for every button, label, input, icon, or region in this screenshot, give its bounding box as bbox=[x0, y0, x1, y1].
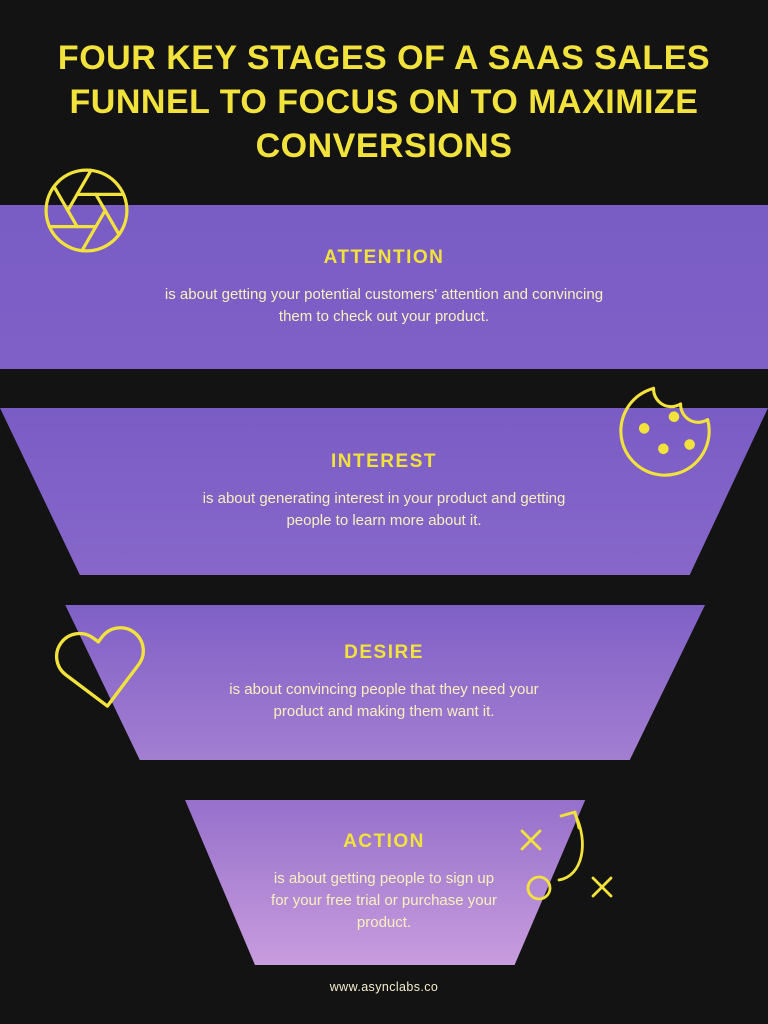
stage-heading-desire: DESIRE bbox=[344, 642, 424, 664]
stage-description-action: is about getting people to sign up for y… bbox=[271, 870, 497, 931]
stage-heading-action: ACTION bbox=[343, 831, 425, 853]
strategy-doodle-icon bbox=[515, 798, 625, 908]
stage-heading-attention: ATTENTION bbox=[323, 246, 445, 268]
funnel-stage-interest: INTEREST is about generating interest in… bbox=[0, 408, 768, 575]
stage-description-interest: is about generating interest in your pro… bbox=[202, 490, 566, 529]
aperture-icon bbox=[38, 162, 135, 259]
funnel-stage-action: ACTION is about getting people to sign u… bbox=[185, 800, 586, 965]
funnel-stage-attention: ATTENTION is about getting your potentia… bbox=[0, 205, 768, 369]
stage-description-attention: is about getting your potential customer… bbox=[164, 285, 604, 325]
funnel-stage-desire: DESIRE is about convincing people that t… bbox=[65, 605, 706, 760]
heart-icon bbox=[46, 612, 159, 725]
page-title: FOUR KEY STAGES OF A SAAS SALES FUNNEL T… bbox=[57, 39, 711, 166]
stage-heading-interest: INTEREST bbox=[331, 451, 437, 473]
stage-description-desire: is about convincing people that they nee… bbox=[229, 681, 539, 720]
cookie-icon bbox=[600, 366, 730, 496]
footer-url: www.asynclabs.co bbox=[329, 980, 439, 994]
